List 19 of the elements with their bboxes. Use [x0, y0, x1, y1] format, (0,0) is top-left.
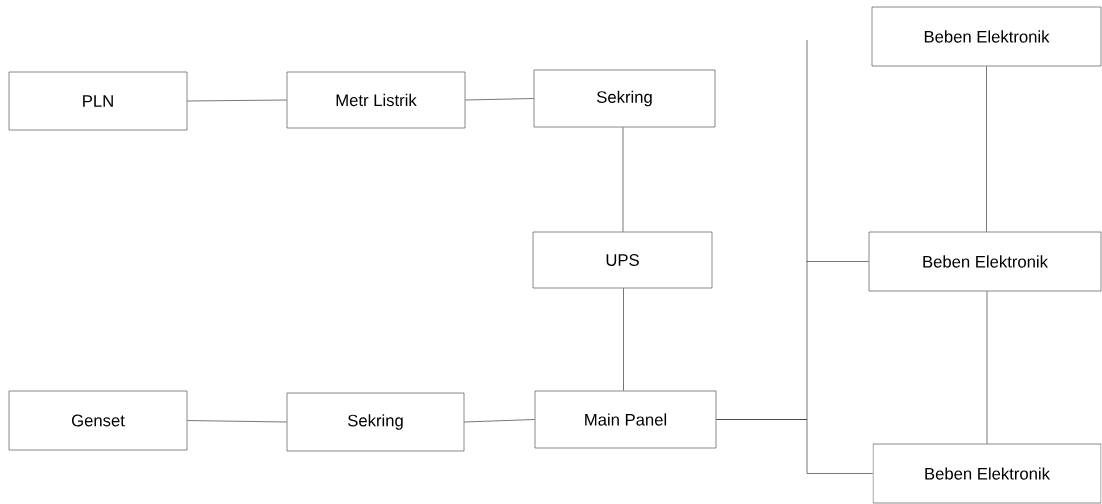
process-box: Genset: [8, 390, 188, 451]
process-box: Sekring: [286, 392, 465, 452]
connector-line: [187, 420, 287, 423]
process-box: Main Panel: [534, 390, 717, 449]
process-box: Beben Elektronik: [872, 443, 1102, 504]
process-box: Sekring: [533, 69, 716, 128]
connector-line: [622, 127, 624, 232]
process-box: Beben Elektronik: [868, 231, 1102, 292]
connector-line: [986, 291, 988, 444]
process-box: PLN: [8, 71, 188, 131]
connector-line: [465, 98, 534, 101]
connector-line: [716, 419, 873, 474]
process-box: UPS: [532, 231, 713, 289]
connector-line: [986, 66, 987, 232]
connector-line: [623, 288, 624, 391]
connector-line: [464, 419, 535, 423]
connector-line: [187, 99, 287, 102]
process-box: Metr Listrik: [286, 71, 466, 129]
process-box: Beben Elektronik: [871, 6, 1102, 67]
